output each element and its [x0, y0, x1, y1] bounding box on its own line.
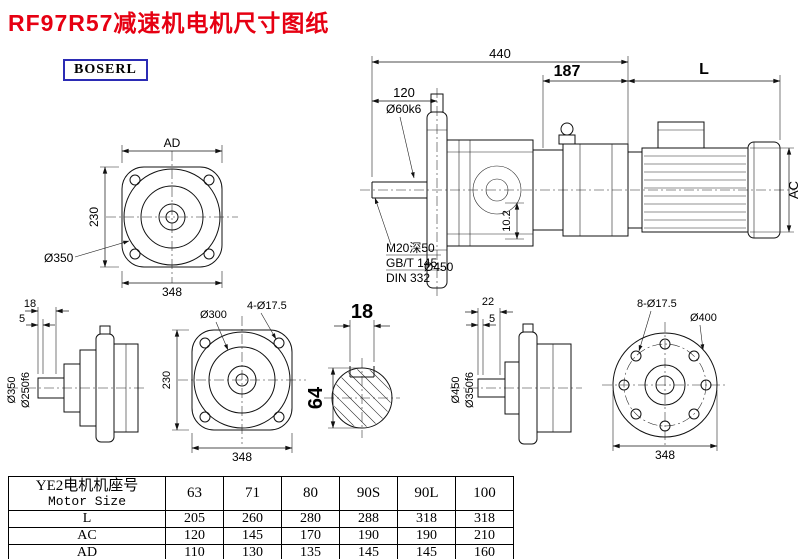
dim-key-width-label: 18	[351, 301, 373, 323]
flange-front-view-400: 8-Ø17.5 Ø400 348	[602, 298, 728, 462]
flange-front-view-300: 4-Ø17.5 Ø300 230 348	[161, 300, 306, 464]
dim-5-label: 5	[19, 313, 25, 325]
reducer-side-view-left: 18 5 Ø350 Ø250f6	[6, 298, 146, 443]
tap-spec-label: M20深50	[386, 241, 435, 255]
dim-AC-label: AC	[786, 181, 800, 199]
reducer-side-view-right: 22 5 Ø450 Ø350f6	[450, 296, 582, 445]
dim-row-label: AD	[8, 544, 166, 559]
gb-standard-label: GB/T 145	[386, 256, 437, 270]
dim-348-3-label: 348	[655, 448, 675, 462]
dim-dia450-2-label: Ø450	[450, 377, 462, 404]
size-col-header: 80	[281, 476, 340, 511]
output-flange-front-view: AD 230 Ø350 348	[44, 136, 238, 299]
bolt-holes-4-label: 4-Ø17.5	[247, 300, 287, 312]
bolt-holes-8-label: 8-Ø17.5	[637, 298, 677, 310]
brand-logo: BOSERL	[63, 59, 148, 81]
dim-ad-label: AD	[164, 136, 181, 150]
shaft-section-view: 18 64	[305, 301, 400, 438]
size-col-header: 90S	[339, 476, 398, 511]
table-row-L: L 205 260 280 288 318 318	[8, 510, 514, 528]
dim-value-cell: 318	[455, 510, 514, 528]
dim-64-label: 64	[305, 386, 327, 409]
dim-value-cell: 170	[281, 527, 340, 545]
dim-L-label: L	[699, 61, 709, 78]
dim-value-cell: 190	[397, 527, 456, 545]
dim-row-label: L	[8, 510, 166, 528]
dim-230-label: 230	[87, 207, 101, 227]
motor-size-label-cn: YE2电机机座号	[35, 478, 139, 494]
dim-value-cell: 110	[165, 544, 224, 559]
dim-dia300-label: Ø300	[200, 309, 227, 321]
dim-348-2-label: 348	[232, 450, 252, 464]
dim-dia350f6-label: Ø350f6	[464, 372, 476, 408]
table-row-AC: AC 120 145 170 190 190 210	[8, 527, 514, 545]
motor-size-header: YE2电机机座号 Motor Size	[8, 476, 166, 511]
dim-value-cell: 145	[339, 544, 398, 559]
dim-value-cell: 135	[281, 544, 340, 559]
dim-value-cell: 210	[455, 527, 514, 545]
dim-shaft-dia-label: Ø60k6	[386, 102, 422, 116]
dim-187-label: 187	[554, 63, 581, 80]
size-col-header: 71	[223, 476, 282, 511]
dim-dia450-label: Ø450	[424, 260, 454, 274]
brand-text: BOSERL	[74, 62, 137, 77]
dim-value-cell: 145	[397, 544, 456, 559]
assembly-side-view: 440 120 187 L AC Ø60k6 10.2 M20深50 GB/T …	[360, 46, 800, 296]
dim-5-2-label: 5	[489, 313, 495, 325]
dim-value-cell: 190	[339, 527, 398, 545]
dim-key-depth-label: 10.2	[501, 210, 513, 231]
table-row-AD: AD 110 130 135 145 145 160	[8, 544, 514, 559]
motor-size-table: YE2电机机座号 Motor Size 63 71 80 90S 90L 100…	[8, 476, 514, 559]
size-col-header: 63	[165, 476, 224, 511]
page-title: RF97R57减速机电机尺寸图纸	[8, 10, 330, 36]
size-col-header: 90L	[397, 476, 456, 511]
dim-120-label: 120	[393, 85, 415, 100]
din-standard-label: DIN 332	[386, 271, 430, 285]
dim-value-cell: 130	[223, 544, 282, 559]
dim-value-cell: 288	[339, 510, 398, 528]
dim-row-label: AC	[8, 527, 166, 545]
dim-value-cell: 160	[455, 544, 514, 559]
dim-dia350-label: Ø350	[44, 251, 74, 265]
dim-value-cell: 145	[223, 527, 282, 545]
dim-348-label: 348	[162, 285, 182, 299]
dim-value-cell: 205	[165, 510, 224, 528]
dim-230-2-label: 230	[161, 371, 173, 389]
dim-value-cell: 120	[165, 527, 224, 545]
dim-22-label: 22	[482, 296, 494, 308]
size-col-header: 100	[455, 476, 514, 511]
technical-drawing: AD 230 Ø350 348	[6, 46, 800, 464]
dim-dia350-left-label: Ø350	[6, 377, 18, 404]
dim-value-cell: 318	[397, 510, 456, 528]
dim-value-cell: 260	[223, 510, 282, 528]
motor-size-label-en: Motor Size	[47, 494, 126, 509]
dim-dia250-label: Ø250f6	[20, 372, 32, 408]
dim-18-label: 18	[24, 298, 36, 310]
dim-440-label: 440	[489, 46, 511, 61]
dim-dia400-label: Ø400	[690, 312, 717, 324]
table-header-row: YE2电机机座号 Motor Size 63 71 80 90S 90L 100	[8, 476, 514, 511]
dim-value-cell: 280	[281, 510, 340, 528]
